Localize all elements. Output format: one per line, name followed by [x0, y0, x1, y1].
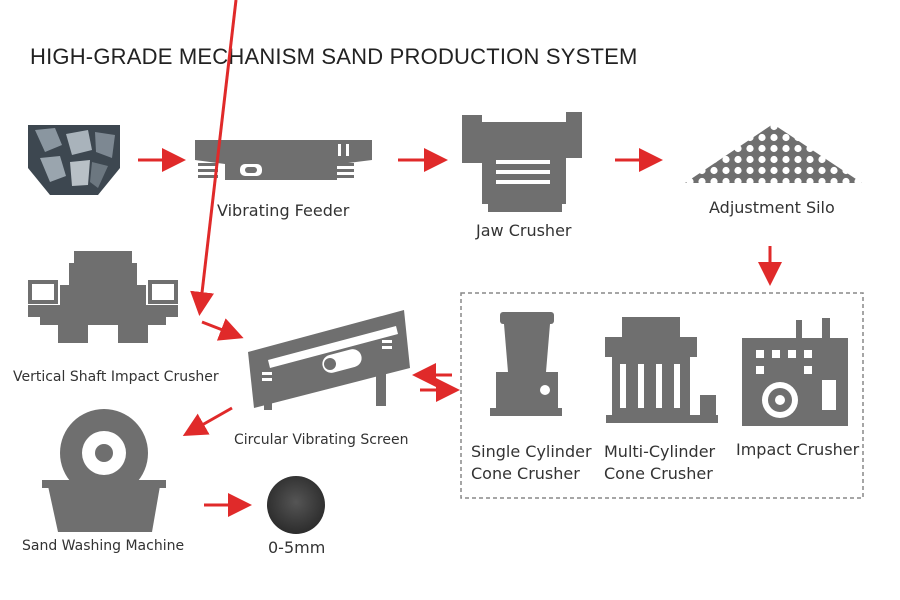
sand-washing-machine: [42, 409, 166, 532]
single-cone-crusher-machine: [490, 312, 562, 416]
multi-cone-crusher-machine: [605, 317, 718, 423]
circular-vibrating-screen-machine: [248, 310, 410, 410]
label-impact-crusher: Impact Crusher: [736, 440, 860, 459]
label-vsi-crusher: Vertical Shaft Impact Crusher: [13, 369, 219, 385]
label-multi-cone-line2: Cone Crusher: [604, 464, 713, 483]
impact-crusher-machine: [742, 318, 848, 426]
arrow-vsi-to-screen: [201, 318, 244, 341]
vsi-crusher-machine: [28, 251, 178, 343]
label-product: 0-5mm: [268, 538, 326, 557]
jaw-crusher-machine: [462, 112, 582, 212]
label-single-cone-line2: Cone Crusher: [471, 464, 580, 483]
vibrating-feeder-machine: [195, 140, 372, 180]
sand-product-pile: [267, 476, 325, 534]
raw-material-hopper: [28, 125, 120, 195]
label-multi-cone-line1: Multi-Cylinder: [604, 442, 716, 461]
flow-arrows: [138, 0, 782, 517]
crusher-group-box: [460, 292, 864, 499]
label-jaw-crusher: Jaw Crusher: [476, 221, 572, 240]
label-sand-washer: Sand Washing Machine: [22, 538, 185, 554]
label-vibrating-feeder: Vibrating Feeder: [217, 201, 350, 220]
label-circular-screen: Circular Vibrating Screen: [234, 432, 409, 448]
label-adjustment-silo: Adjustment Silo: [709, 198, 835, 217]
arrow-screen-to-washer: [182, 406, 233, 436]
label-single-cone-line1: Single Cylinder: [471, 442, 592, 461]
arrow-screen-to-vsi: [190, 0, 238, 316]
adjustment-silo-machine: [685, 124, 862, 183]
diagram-title: HIGH-GRADE MECHANISM SAND PRODUCTION SYS…: [30, 44, 638, 69]
